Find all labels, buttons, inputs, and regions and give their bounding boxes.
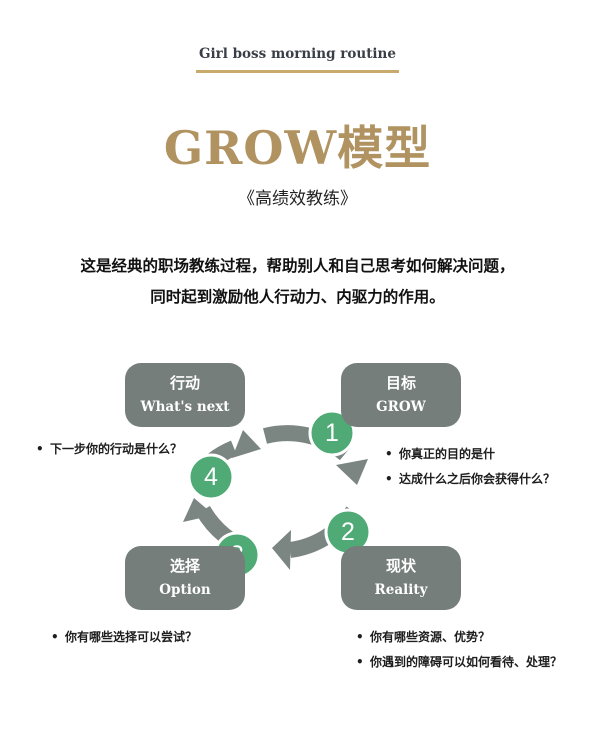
stage-goal-title-en: GROW	[376, 398, 426, 415]
badge-4-number: 4	[204, 463, 218, 491]
stage-option-box: 选择 Option	[125, 546, 245, 610]
arrowhead-3	[183, 498, 214, 522]
stage-action-box: 行动 What's next	[125, 363, 245, 427]
badge-2-number: 2	[341, 518, 355, 546]
stage-option-title-zh: 选择	[169, 556, 200, 575]
badge-4-circle	[187, 453, 235, 501]
reality-question-1: 你有哪些资源、优势？	[356, 629, 490, 645]
stage-reality-title-zh: 现状	[385, 556, 416, 575]
goal-question-2: 达成什么之后你会获得什么？	[385, 471, 555, 487]
badge-1-number: 1	[325, 419, 339, 447]
stage-goal-box: 目标 GROW	[341, 363, 461, 427]
stage-reality-title-en: Reality	[374, 581, 428, 598]
intro-line-1: 这是经典的职场教练过程，帮助别人和自己思考如何解决问题，	[80, 257, 515, 275]
stage-action-title-zh: 行动	[169, 373, 200, 392]
reality-question-2: 你遇到的障碍可以如何看待、处理？	[356, 654, 562, 670]
intro-line-2: 同时起到激励他人行动力、内驱力的作用。	[150, 288, 445, 306]
goal-question-1: 你真正的目的是什	[385, 446, 495, 462]
kicker-underline	[196, 70, 399, 73]
arrowhead-2	[272, 530, 291, 570]
stage-action-title-en: What's next	[140, 398, 230, 415]
page-title: GROW模型	[163, 121, 432, 175]
stage-goal-title-zh: 目标	[385, 373, 416, 392]
stage-option-title-en: Option	[159, 581, 211, 598]
page-subtitle: 《高绩效教练》	[238, 189, 357, 209]
action-question-1: 下一步你的行动是什么？	[36, 441, 182, 457]
option-question-1: 你有哪些选择可以尝试？	[51, 629, 197, 645]
stage-reality-box: 现状 Reality	[341, 546, 461, 610]
arrowhead-1	[336, 459, 368, 485]
kicker-text: Girl boss morning routine	[199, 46, 396, 62]
badge-1-circle	[308, 409, 356, 457]
arrowhead-4	[232, 430, 261, 458]
